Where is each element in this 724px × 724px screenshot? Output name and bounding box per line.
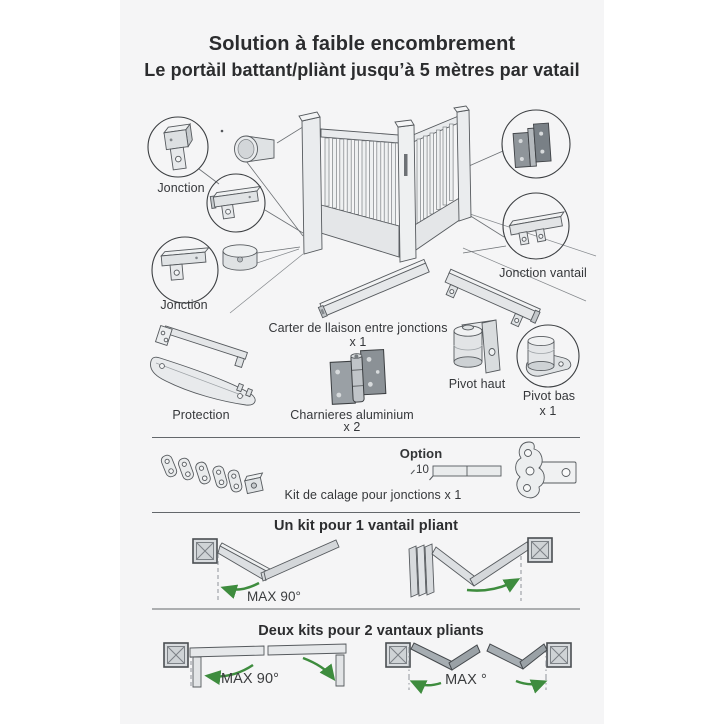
gate-post-icon: [527, 537, 553, 563]
perspective-lines: [229, 213, 597, 314]
option-plate: [515, 441, 577, 499]
label-jonction-top: Jonction: [157, 181, 205, 195]
label-kit-calage: Kit de calage pour jonctions x 1: [284, 488, 462, 502]
rotation-arrow-icon: [204, 663, 254, 685]
page-subtitle: Le portàil battant/pliànt jusqu’à 5 mètr…: [144, 60, 580, 80]
gate-illustration: [298, 105, 472, 263]
part-charniere: [329, 349, 387, 405]
label-option: Option: [399, 446, 443, 461]
label-max-one-kit: MAX 90°: [246, 589, 302, 604]
page-title: Solution à faible encombrement: [208, 33, 516, 55]
part-rail-feet: [444, 268, 541, 328]
part-jonction-top: [163, 122, 193, 171]
one-kit-diagram-right: [408, 537, 553, 601]
callout-circle-hinge: [501, 109, 571, 179]
rotation-arrow-icon: [220, 581, 260, 599]
callout-circle-rail: [206, 173, 266, 233]
label-dimension: 10: [416, 464, 429, 476]
label-charnieres: Charnieres aluminium: [290, 408, 414, 422]
part-rail-tab: [209, 185, 262, 220]
part-puck: [222, 244, 258, 271]
label-protection: Protection: [172, 408, 230, 422]
rotation-arrow-icon: [515, 679, 548, 694]
part-protection: [150, 324, 256, 406]
part-pivot-haut: [453, 319, 501, 374]
label-charnieres-qty: x 2: [343, 420, 361, 434]
label-carter-qty: x 1: [349, 335, 367, 349]
section-title-one-kit: Un kit pour 1 vantail pliant: [273, 518, 459, 534]
part-pivot-cylinder: [220, 129, 275, 163]
callout-lines: [198, 124, 507, 254]
part-carter: [317, 258, 430, 319]
label-carter: Carter de llaison entre jonctions: [268, 321, 448, 335]
part-jonction-bottom: [160, 247, 210, 281]
two-kits-diagram-left: [163, 642, 347, 689]
gate-post-icon: [163, 642, 189, 668]
gate-latch: [404, 154, 408, 176]
section-title-two-kits: Deux kits pour 2 vantaux pliants: [258, 623, 484, 639]
rotation-arrow-icon: [409, 680, 442, 695]
part-pivot-bas: [525, 335, 572, 377]
gate-post-icon: [385, 642, 411, 668]
part-jonction-vantail: [508, 211, 565, 246]
one-kit-diagram-left: [192, 538, 340, 601]
two-kits-diagram-right: [385, 642, 572, 695]
label-jonction-bottom: Jonction: [160, 298, 208, 312]
label-pivot-bas: Pivot bas: [522, 389, 576, 403]
callout-circle-jonction-top: [147, 116, 209, 178]
callout-circles: [147, 109, 580, 388]
label-jonction-vantail: Jonction vantail: [499, 266, 587, 280]
rotation-arrow-icon: [302, 656, 336, 681]
callout-circle-jonction-vantail: [502, 192, 570, 260]
gate-post-icon: [192, 538, 218, 564]
callout-circle-pivot-bas: [516, 324, 580, 388]
gate-post-icon: [546, 642, 572, 668]
label-max-two-left: MAX 90°: [220, 671, 280, 687]
label-pivot-bas-qty: x 1: [539, 404, 557, 418]
rotation-arrow-icon: [466, 578, 521, 593]
part-hinge-small: [512, 122, 552, 168]
callout-circle-jonction-bottom: [151, 236, 219, 304]
label-pivot-haut: Pivot haut: [448, 377, 506, 391]
label-max-two-right: MAX °: [445, 672, 487, 688]
shim-kit-parts: [160, 454, 264, 495]
option-dimension-bar: [410, 465, 502, 481]
